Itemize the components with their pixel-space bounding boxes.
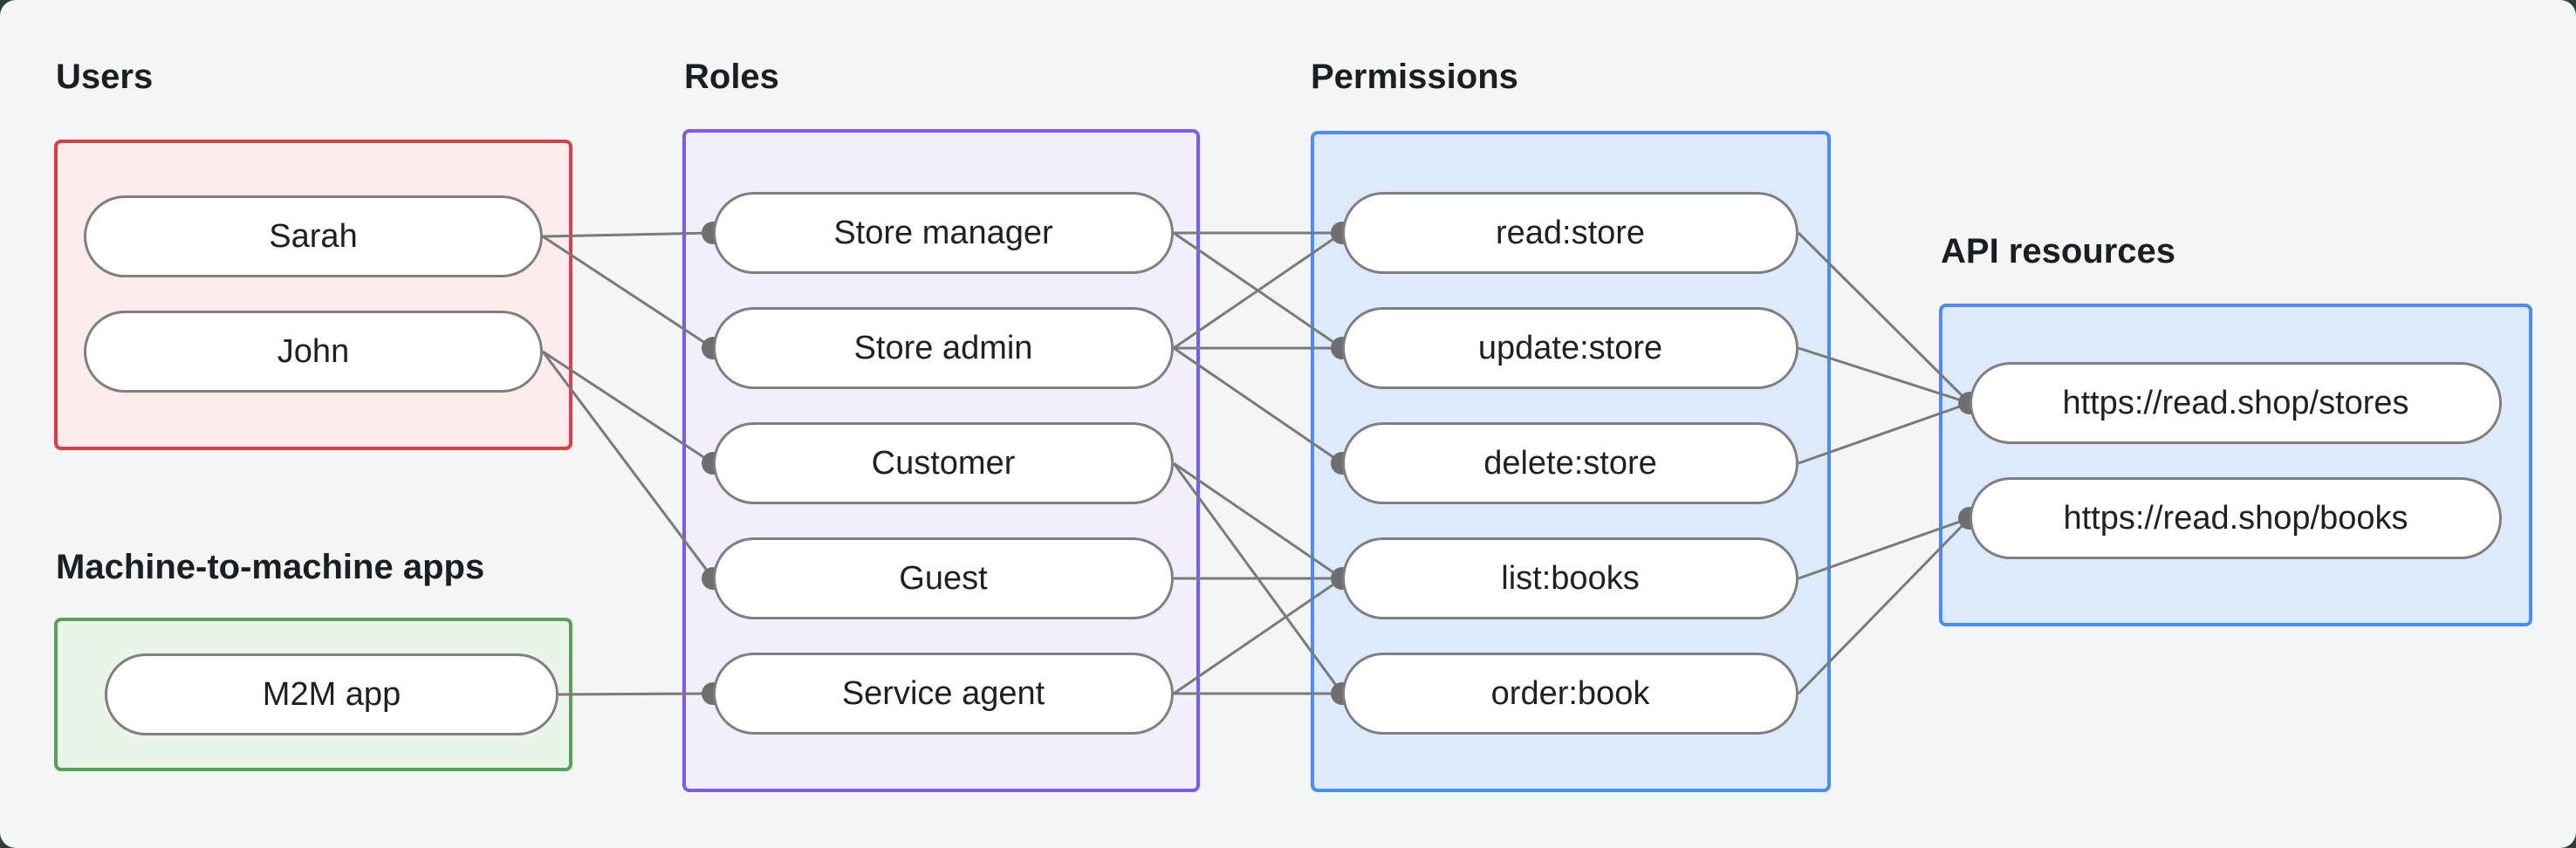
edge-store_admin-delete_store: [1173, 346, 1343, 465]
m2m-group-label: Machine-to-machine apps: [56, 548, 485, 586]
edge-read_store-stores: [1797, 231, 1971, 405]
node-m2m_app: M2M app: [105, 653, 558, 735]
users-group-box: [54, 140, 572, 450]
roles-group-label: Roles: [684, 58, 779, 96]
node-guest: Guest: [713, 537, 1174, 619]
edge-john-guest: [541, 351, 715, 579]
edge-service_agent-list_books: [1173, 577, 1343, 695]
edge-sarah-store_manager: [542, 231, 714, 238]
node-service_agent: Service agent: [713, 653, 1174, 735]
node-delete_store: delete:store: [1342, 422, 1798, 504]
api-resources-group-label: API resources: [1941, 232, 2176, 270]
node-books: https://read.shop/books: [1970, 477, 2502, 559]
edge-order_book-books: [1797, 516, 1971, 695]
node-stores: https://read.shop/stores: [1970, 362, 2502, 444]
node-sarah: Sarah: [84, 195, 543, 277]
edge-update_store-stores: [1798, 346, 1970, 405]
node-store_admin: Store admin: [713, 307, 1174, 389]
api-resources-group-box: [1939, 304, 2532, 626]
users-group-label: Users: [56, 58, 154, 96]
edge-john-customer: [542, 350, 714, 465]
edge-customer-list_books: [1173, 462, 1343, 580]
permissions-group-label: Permissions: [1311, 58, 1518, 96]
node-john: John: [84, 311, 543, 393]
node-read_store: read:store: [1342, 192, 1798, 274]
node-customer: Customer: [713, 422, 1174, 504]
edge-list_books-books: [1798, 516, 1970, 580]
edge-sarah-store_admin: [542, 235, 714, 350]
node-update_store: update:store: [1342, 307, 1798, 389]
node-store_manager: Store manager: [713, 192, 1174, 274]
edge-delete_store-stores: [1798, 401, 1970, 465]
node-order_book: order:book: [1342, 653, 1798, 735]
edge-store_admin-read_store: [1173, 231, 1343, 350]
node-list_books: list:books: [1342, 537, 1798, 619]
